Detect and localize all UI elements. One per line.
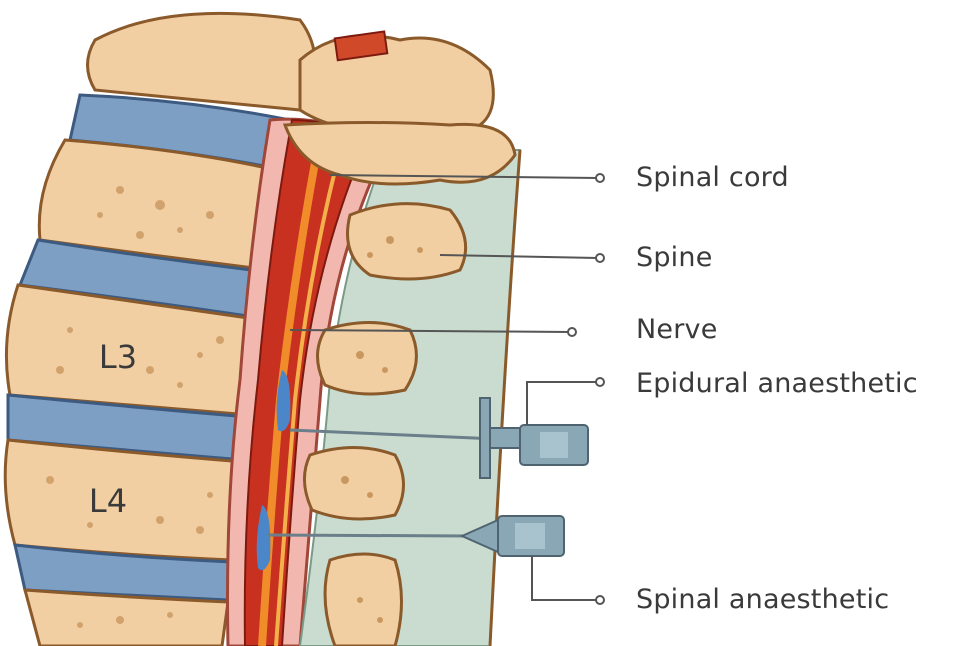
label-spine: Spine: [636, 242, 713, 273]
spinous-process-1: [348, 204, 466, 279]
posterior-elements: [285, 31, 520, 646]
spinous-process-4: [325, 554, 401, 646]
label-nerve: Nerve: [636, 314, 718, 345]
label-spinal-cord: Spinal cord: [636, 162, 789, 193]
spinous-process-3: [304, 448, 403, 520]
leader-epidural: [527, 382, 598, 425]
label-spinal-anaesthetic: Spinal anaesthetic: [636, 584, 889, 615]
spinous-process-2: [318, 323, 417, 395]
vertebra-label-l4: L4: [89, 482, 127, 520]
top-crown-bone: [300, 36, 493, 137]
vertebra-top: [88, 13, 316, 110]
vertebra-label-l3: L3: [99, 338, 137, 376]
leader-end-markers: [568, 174, 604, 604]
leader-spinal-anaesthetic: [532, 556, 598, 600]
label-epidural-anaesthetic: Epidural anaesthetic: [636, 368, 918, 399]
